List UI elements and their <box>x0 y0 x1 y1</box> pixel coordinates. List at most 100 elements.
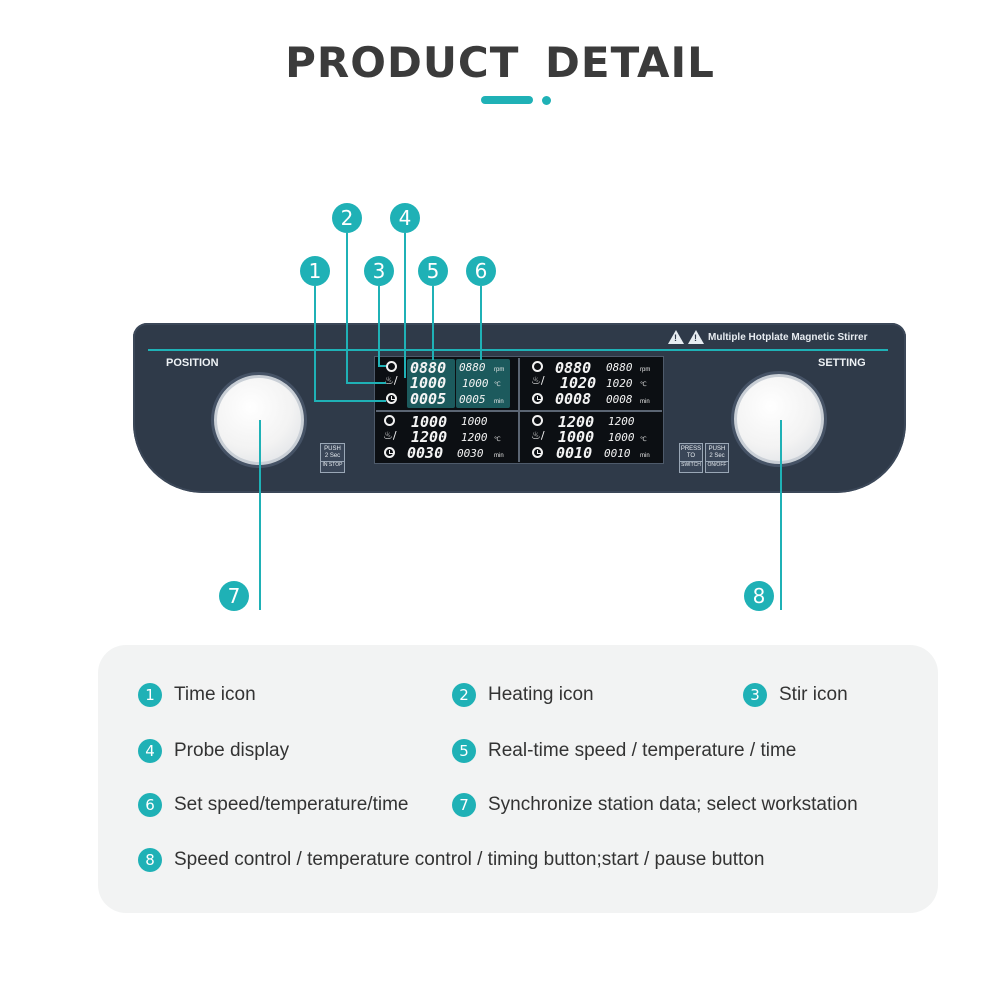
title-underline <box>481 96 533 104</box>
push-right-line3: ON/OFF <box>706 461 728 468</box>
station2-time: 0008 <box>555 390 592 408</box>
lcd-divider-horizontal <box>376 410 662 412</box>
push-onoff-button[interactable]: PUSH 2 Sec ON/OFF <box>705 443 729 473</box>
leader-line-5 <box>432 286 434 360</box>
station2-temp-unit: ℃ <box>640 382 647 388</box>
setting-label: SETTING <box>818 357 866 369</box>
press-switch-button[interactable]: PRESS TO SWITCH <box>679 443 703 473</box>
station3-speed: 1000 <box>411 413 448 431</box>
station2-speed: 0880 <box>555 359 592 377</box>
legend-panel <box>98 645 938 913</box>
legend-text: Set speed/temperature/time <box>174 794 409 815</box>
legend-item: 5 Real-time speed / temperature / time <box>452 739 796 763</box>
legend-number: 2 <box>452 683 476 707</box>
station2-speed-unit: rpm <box>640 367 651 373</box>
push-right-line2: 2 Sec <box>709 453 725 459</box>
legend-number: 1 <box>138 683 162 707</box>
leader-line-1 <box>314 286 316 401</box>
stir-icon <box>386 361 397 372</box>
station2-speed-set: 0880 <box>606 361 633 374</box>
leader-line-7 <box>259 420 261 610</box>
station3-speed-set: 1000 <box>461 415 488 428</box>
leader-line-2 <box>346 233 348 383</box>
station1-time-unit: min <box>494 399 504 405</box>
legend-item: 1 Time icon <box>138 683 256 707</box>
press-line2: TO <box>686 453 696 459</box>
legend-text: Heating icon <box>488 684 594 705</box>
leader-line-3 <box>378 286 380 366</box>
legend-number: 4 <box>138 739 162 763</box>
legend-text: Time icon <box>174 684 256 705</box>
time-icon <box>532 447 543 458</box>
push-left-line3: IN STOP <box>321 461 344 468</box>
leader-line-2-h <box>346 382 386 384</box>
station4-speed-set: 1200 <box>608 415 635 428</box>
station3-temp-set: 1200 <box>461 431 488 444</box>
push-stop-button[interactable]: PUSH 2 Sec IN STOP <box>320 443 345 473</box>
setting-knob[interactable] <box>734 374 824 464</box>
legend-text: Stir icon <box>779 684 848 705</box>
station1-speed-set: 0880 <box>459 361 486 374</box>
hot-surface-warning-icon <box>668 330 684 344</box>
legend-number: 3 <box>743 683 767 707</box>
station2-temp-set: 1020 <box>606 377 633 390</box>
legend-item: 3 Stir icon <box>743 683 848 707</box>
callout-6: 6 <box>466 256 496 286</box>
probe-display-highlight <box>407 359 455 408</box>
heating-icon: ♨/ <box>531 374 545 387</box>
callout-1: 1 <box>300 256 330 286</box>
legend-text: Synchronize station data; select worksta… <box>488 794 858 815</box>
leader-line-1-h <box>314 400 386 402</box>
position-label: POSITION <box>166 357 219 369</box>
set-values-highlight <box>456 359 510 408</box>
legend-text: Probe display <box>174 740 290 761</box>
time-icon <box>532 393 543 404</box>
legend-item: 4 Probe display <box>138 739 289 763</box>
station2-temp: 1020 <box>560 374 597 392</box>
time-icon <box>386 393 397 404</box>
callout-4: 4 <box>390 203 420 233</box>
station4-temp-set: 1000 <box>608 431 635 444</box>
legend-text: Speed control / temperature control / ti… <box>174 849 765 870</box>
legend-text: Real-time speed / temperature / time <box>488 740 797 761</box>
time-icon <box>384 447 395 458</box>
push-left-line1: PUSH <box>324 446 341 452</box>
heating-icon: ♨/ <box>384 374 398 387</box>
legend-number: 8 <box>138 848 162 872</box>
press-line1: PRESS <box>680 446 702 452</box>
station2-time-set: 0008 <box>606 393 633 406</box>
station3-time-set: 0030 <box>457 447 484 460</box>
station4-time-set: 0010 <box>604 447 631 460</box>
station4-temp-unit: ℃ <box>640 437 647 443</box>
station1-temp: 1000 <box>410 374 447 392</box>
callout-3: 3 <box>364 256 394 286</box>
callout-7: 7 <box>219 581 249 611</box>
leader-line-3-h <box>378 365 386 367</box>
push-left-line2: 2 Sec <box>324 453 341 459</box>
station1-speed: 0880 <box>410 359 447 377</box>
legend-number: 5 <box>452 739 476 763</box>
callout-5: 5 <box>418 256 448 286</box>
legend-item: 7 Synchronize station data; select works… <box>452 793 858 817</box>
heating-icon: ♨/ <box>383 429 397 442</box>
title-dot <box>542 96 551 105</box>
station4-time: 0010 <box>556 444 593 462</box>
legend-item: 2 Heating icon <box>452 683 594 707</box>
legend-item: 6 Set speed/temperature/time <box>138 793 408 817</box>
leader-line-4 <box>404 233 406 378</box>
station4-speed: 1200 <box>558 413 595 431</box>
callout-2: 2 <box>332 203 362 233</box>
panel-accent-line <box>148 349 888 351</box>
brand-label: Multiple Hotplate Magnetic Stirrer <box>668 330 867 344</box>
station1-time: 0005 <box>410 390 447 408</box>
legend-item: 8 Speed control / temperature control / … <box>138 848 764 872</box>
station1-time-set: 0005 <box>459 393 486 406</box>
station3-time-unit: min <box>494 453 504 459</box>
press-line3: SWITCH <box>680 461 702 468</box>
warning-icon <box>688 330 704 344</box>
station1-temp-set: 1000 <box>462 377 489 390</box>
station3-temp: 1200 <box>411 428 448 446</box>
leader-line-8 <box>780 420 782 610</box>
leader-line-6 <box>480 286 482 360</box>
station3-temp-unit: ℃ <box>494 437 501 443</box>
